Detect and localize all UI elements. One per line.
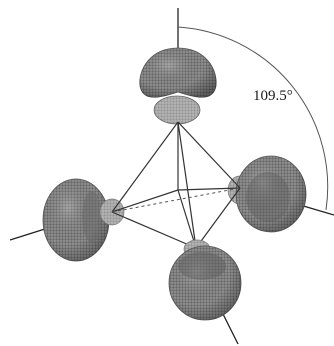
orbital-left xyxy=(42,178,125,262)
axis-left xyxy=(9,227,49,241)
bond-angle-label: 109.5° xyxy=(253,88,293,104)
orbital-top xyxy=(139,47,217,125)
orbital-bottom xyxy=(168,239,242,321)
axis-right xyxy=(299,204,334,216)
axis-bottom xyxy=(221,311,239,345)
orbital-top-small-lobe xyxy=(153,95,201,125)
tetrahedron-hidden-edge xyxy=(111,187,241,213)
tetrahedron-edges xyxy=(111,121,241,249)
orbital-right xyxy=(227,155,307,233)
bond-angle-arc xyxy=(177,26,329,211)
